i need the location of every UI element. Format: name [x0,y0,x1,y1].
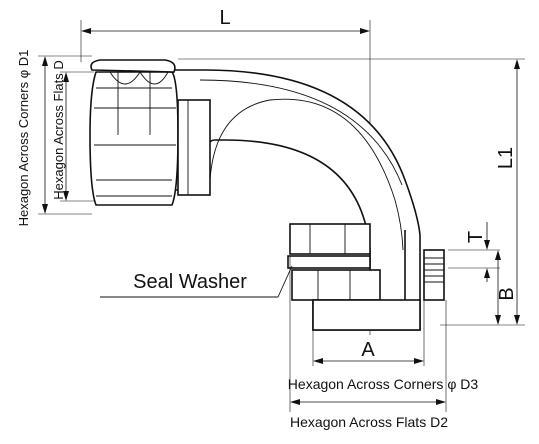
label-B: B [496,287,518,300]
dimension-D: Hexagon Across Flats D [51,60,94,202]
dimension-T: T [448,222,500,282]
right-thread [423,249,445,301]
label-hex-flats-d2: Hexagon Across Flats D2 [290,414,448,430]
label-L: L [219,7,230,29]
dimension-L1: L1 [178,58,525,326]
label-hex-corners-d1: Hexagon Across Corners φ D1 [16,50,31,227]
dimension-A: A [312,300,425,366]
dimension-B: B [495,250,518,325]
label-hex-flats-d: Hexagon Across Flats D [51,60,66,199]
label-L1: L1 [495,147,517,169]
dimension-D3: Hexagon Across Corners φ D3 [288,256,479,412]
label-seal-washer: Seal Washer [133,271,247,293]
dimension-D1: Hexagon Across Corners φ D1 [16,50,92,227]
left-hex-nut [89,59,211,206]
dimension-D2: Hexagon Across Flats D2 [290,399,448,430]
label-hex-corners-d3: Hexagon Across Corners φ D3 [288,376,479,392]
label-A: A [361,339,375,361]
seal-washer-callout: Seal Washer [100,265,293,298]
label-T: T [465,231,487,243]
